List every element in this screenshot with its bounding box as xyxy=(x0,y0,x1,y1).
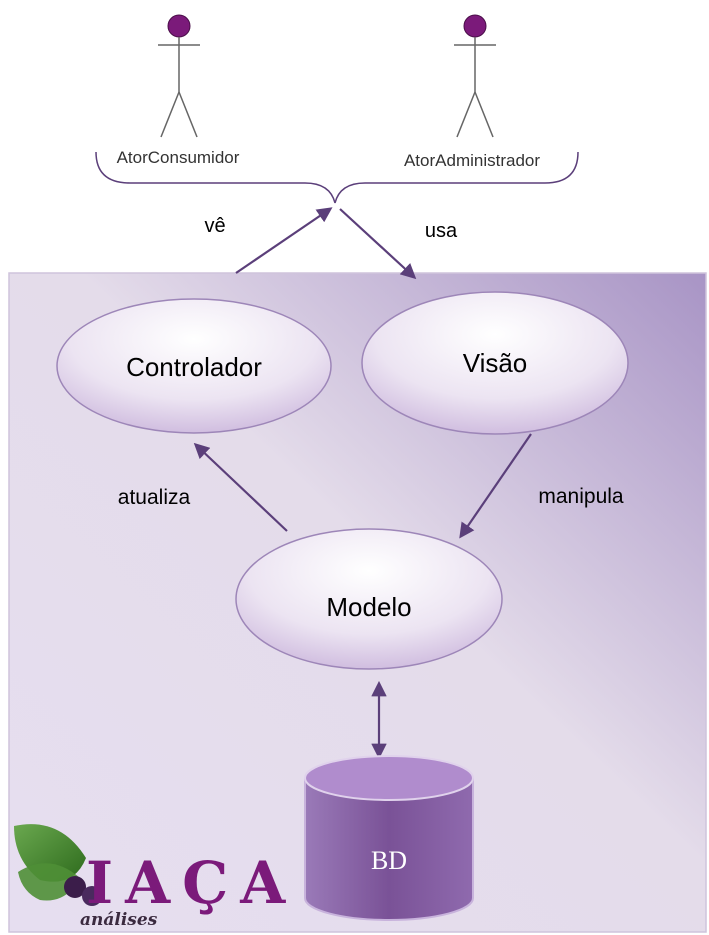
database-label: BD xyxy=(371,846,407,875)
arrow-usa xyxy=(339,208,417,280)
leaf-icon xyxy=(18,863,80,901)
berry-icon xyxy=(64,876,86,898)
node-visao-label: Visão xyxy=(463,348,528,378)
logo-tagline: análises xyxy=(80,910,158,930)
node-controlador-label: Controlador xyxy=(126,352,262,382)
edge-label-atualiza: atualiza xyxy=(118,486,191,509)
arrow-ve xyxy=(235,207,333,274)
edge-label-usa: usa xyxy=(425,220,458,242)
edge-label-manipula: manipula xyxy=(538,485,624,508)
actor-consumidor[interactable]: AtorConsumidor xyxy=(117,14,240,167)
actor-administrador[interactable]: AtorAdministrador xyxy=(404,14,540,170)
node-modelo[interactable]: Modelo xyxy=(235,528,503,670)
berry-icon xyxy=(82,886,102,906)
edge-label-ve: vê xyxy=(204,215,225,237)
actor-head xyxy=(463,14,487,38)
arrow-atualiza xyxy=(193,442,288,532)
logo-wordmark: IAÇA xyxy=(86,849,297,917)
node-controlador[interactable]: Controlador xyxy=(56,298,332,434)
arrow-manipula xyxy=(459,433,532,539)
node-modelo-label: Modelo xyxy=(326,592,411,622)
node-visao[interactable]: Visão xyxy=(361,291,629,435)
database-cylinder[interactable]: BD xyxy=(304,755,474,921)
actor-administrador-label: AtorAdministrador xyxy=(404,151,540,170)
actors-brace xyxy=(95,151,579,204)
iaca-logo: IAÇA análises xyxy=(14,824,297,930)
actor-head xyxy=(167,14,191,38)
actor-consumidor-label: AtorConsumidor xyxy=(117,148,240,167)
